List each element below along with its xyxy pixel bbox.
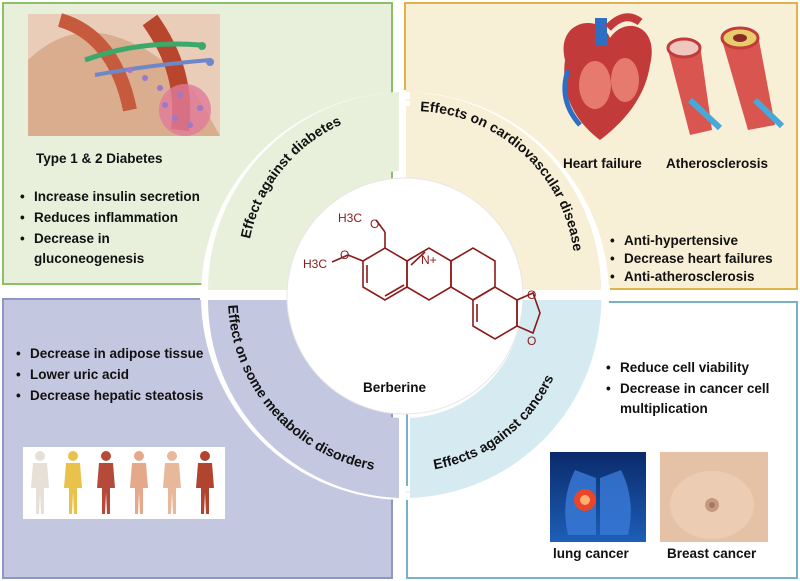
cancer-bullet: Decrease in cancer cell xyxy=(604,378,769,399)
metabolic-bullet: Decrease hepatic steatosis xyxy=(14,385,203,406)
cancer-band xyxy=(410,300,601,498)
breast-cancer-illustration xyxy=(660,452,768,542)
lung-cancer-illustration xyxy=(550,452,646,542)
methoxy-1-label: H3C xyxy=(338,211,362,225)
skeleton-figure xyxy=(31,451,49,514)
compound-label: Berberine xyxy=(363,380,427,395)
berberine-molecule xyxy=(331,219,541,340)
diabetes-bullet: Reduces inflammation xyxy=(18,207,200,228)
metabolic-bullet: Decrease in adipose tissue xyxy=(14,343,203,364)
diabetes-bullet: Decrease in xyxy=(18,228,200,249)
oxygen-1-label: O xyxy=(370,217,379,231)
oxygen-3-label: O xyxy=(527,288,536,302)
center-circle xyxy=(286,177,524,415)
oxygen-4-label: O xyxy=(527,334,536,348)
oxygen-2-label: O xyxy=(340,248,349,262)
heart-illustration xyxy=(562,13,652,140)
respiratory-figure xyxy=(130,451,148,514)
cancers-bullets: Reduce cell viability Decrease in cancer… xyxy=(604,357,769,399)
circulatory-figure xyxy=(97,451,115,514)
nervous-figure xyxy=(64,451,82,514)
lung-cancer-caption: lung cancer xyxy=(553,546,629,561)
cardio-bullet: Anti-atherosclerosis xyxy=(608,268,773,286)
cardio-bullet: Decrease heart failures xyxy=(608,250,773,268)
diabetes-bullets: Increase insulin secretion Reduces infla… xyxy=(18,186,200,249)
heart-failure-caption: Heart failure xyxy=(563,156,642,171)
pancreas-illustration xyxy=(28,13,220,137)
body-systems-illustration xyxy=(23,447,225,519)
diabetes-bullet: Increase insulin secretion xyxy=(18,186,200,207)
metabolic-bullet: Lower uric acid xyxy=(14,364,203,385)
diabetes-bullet-continuation: gluconeogenesis xyxy=(34,251,145,266)
metabolic-band xyxy=(207,300,399,498)
diabetes-band xyxy=(207,92,399,290)
muscular-figure xyxy=(196,451,214,514)
cardiovascular-bullets: Anti-hypertensive Decrease heart failure… xyxy=(608,232,773,286)
artery-illustration xyxy=(666,26,785,135)
cancer-bullet-continuation: multiplication xyxy=(620,401,708,416)
cancer-bullet: Reduce cell viability xyxy=(604,357,769,378)
diabetes-image-caption: Type 1 & 2 Diabetes xyxy=(36,151,163,166)
digestive-figure xyxy=(163,451,181,514)
cardio-band xyxy=(410,92,601,290)
atherosclerosis-caption: Atherosclerosis xyxy=(666,156,769,171)
methoxy-2-label: H3C xyxy=(303,257,327,271)
breast-cancer-caption: Breast cancer xyxy=(667,546,757,561)
nitrogen-label: N+ xyxy=(421,253,437,267)
metabolic-bullets: Decrease in adipose tissue Lower uric ac… xyxy=(14,343,203,406)
cardio-bullet: Anti-hypertensive xyxy=(608,232,773,250)
